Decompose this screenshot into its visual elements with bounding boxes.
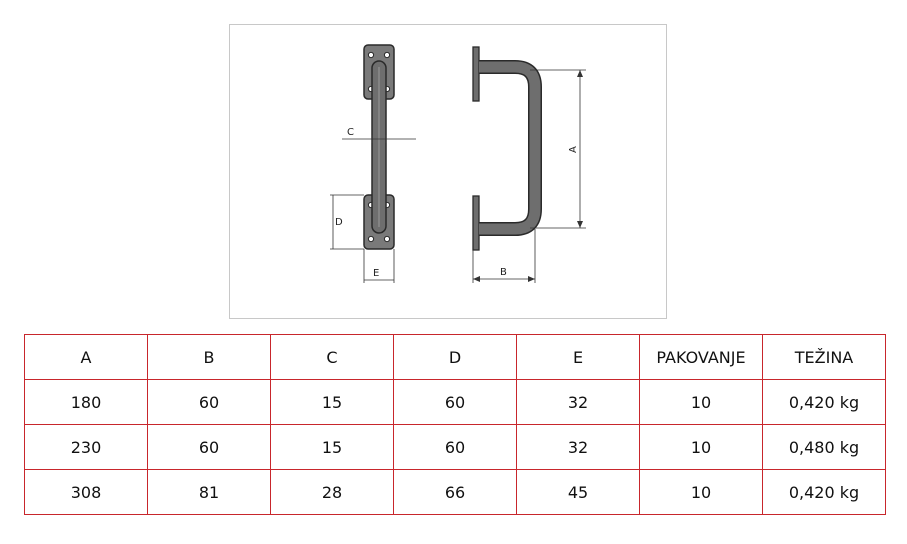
- table-cell: 15: [270, 424, 394, 470]
- table-cell: 0,420 kg: [762, 379, 886, 425]
- table-cell: 308: [24, 469, 148, 515]
- table-cell: 10: [639, 379, 763, 425]
- screw-hole: [367, 51, 375, 59]
- table-cell: 28: [270, 469, 394, 515]
- spec-table: A B C D E PAKOVANJE TEŽINA 180 60 15 60 …: [24, 334, 886, 515]
- table-header-row: A B C D E PAKOVANJE TEŽINA: [24, 334, 886, 380]
- table-cell: 60: [393, 379, 517, 425]
- table-row: 180 60 15 60 32 10 0,420 kg: [24, 379, 886, 425]
- table-row: 230 60 15 60 32 10 0,480 kg: [24, 424, 886, 470]
- header-b: B: [147, 334, 271, 380]
- dim-a-arrow: [577, 221, 583, 228]
- dim-a-arrow: [577, 70, 583, 77]
- table-cell: 60: [147, 379, 271, 425]
- table-cell: 10: [639, 469, 763, 515]
- header-a: A: [24, 334, 148, 380]
- side-bottom-plate: [472, 195, 480, 251]
- table-cell: 66: [393, 469, 517, 515]
- header-c: C: [270, 334, 394, 380]
- table-row: 308 81 28 66 45 10 0,420 kg: [24, 469, 886, 515]
- side-view: A B: [472, 46, 586, 283]
- header-d: D: [393, 334, 517, 380]
- dim-c-label: C: [347, 127, 354, 138]
- table-cell: 15: [270, 379, 394, 425]
- header-pakovanje: PAKOVANJE: [639, 334, 763, 380]
- dim-d-label: D: [335, 217, 343, 228]
- header-e: E: [516, 334, 640, 380]
- screw-hole: [383, 235, 391, 243]
- dim-a-label: A: [568, 146, 579, 153]
- table-cell: 10: [639, 424, 763, 470]
- dim-b-arrow: [528, 276, 535, 282]
- table-cell: 230: [24, 424, 148, 470]
- dim-b-arrow: [473, 276, 480, 282]
- dim-b-label: B: [500, 267, 507, 278]
- technical-drawing: C D E A: [229, 24, 667, 319]
- side-top-plate: [472, 46, 480, 102]
- screw-hole: [367, 235, 375, 243]
- screw-hole: [383, 51, 391, 59]
- side-bar-outline: [479, 60, 542, 236]
- dim-e-label: E: [373, 268, 379, 279]
- table-cell: 45: [516, 469, 640, 515]
- header-tezina: TEŽINA: [762, 334, 886, 380]
- handle-drawing-svg: C D E A: [330, 44, 586, 283]
- front-view: C D E: [330, 44, 416, 283]
- table-cell: 0,420 kg: [762, 469, 886, 515]
- side-bar-fill: [479, 61, 541, 235]
- table-cell: 32: [516, 379, 640, 425]
- table-cell: 60: [147, 424, 271, 470]
- table-cell: 81: [147, 469, 271, 515]
- table-cell: 60: [393, 424, 517, 470]
- table-cell: 180: [24, 379, 148, 425]
- table-cell: 32: [516, 424, 640, 470]
- table-cell: 0,480 kg: [762, 424, 886, 470]
